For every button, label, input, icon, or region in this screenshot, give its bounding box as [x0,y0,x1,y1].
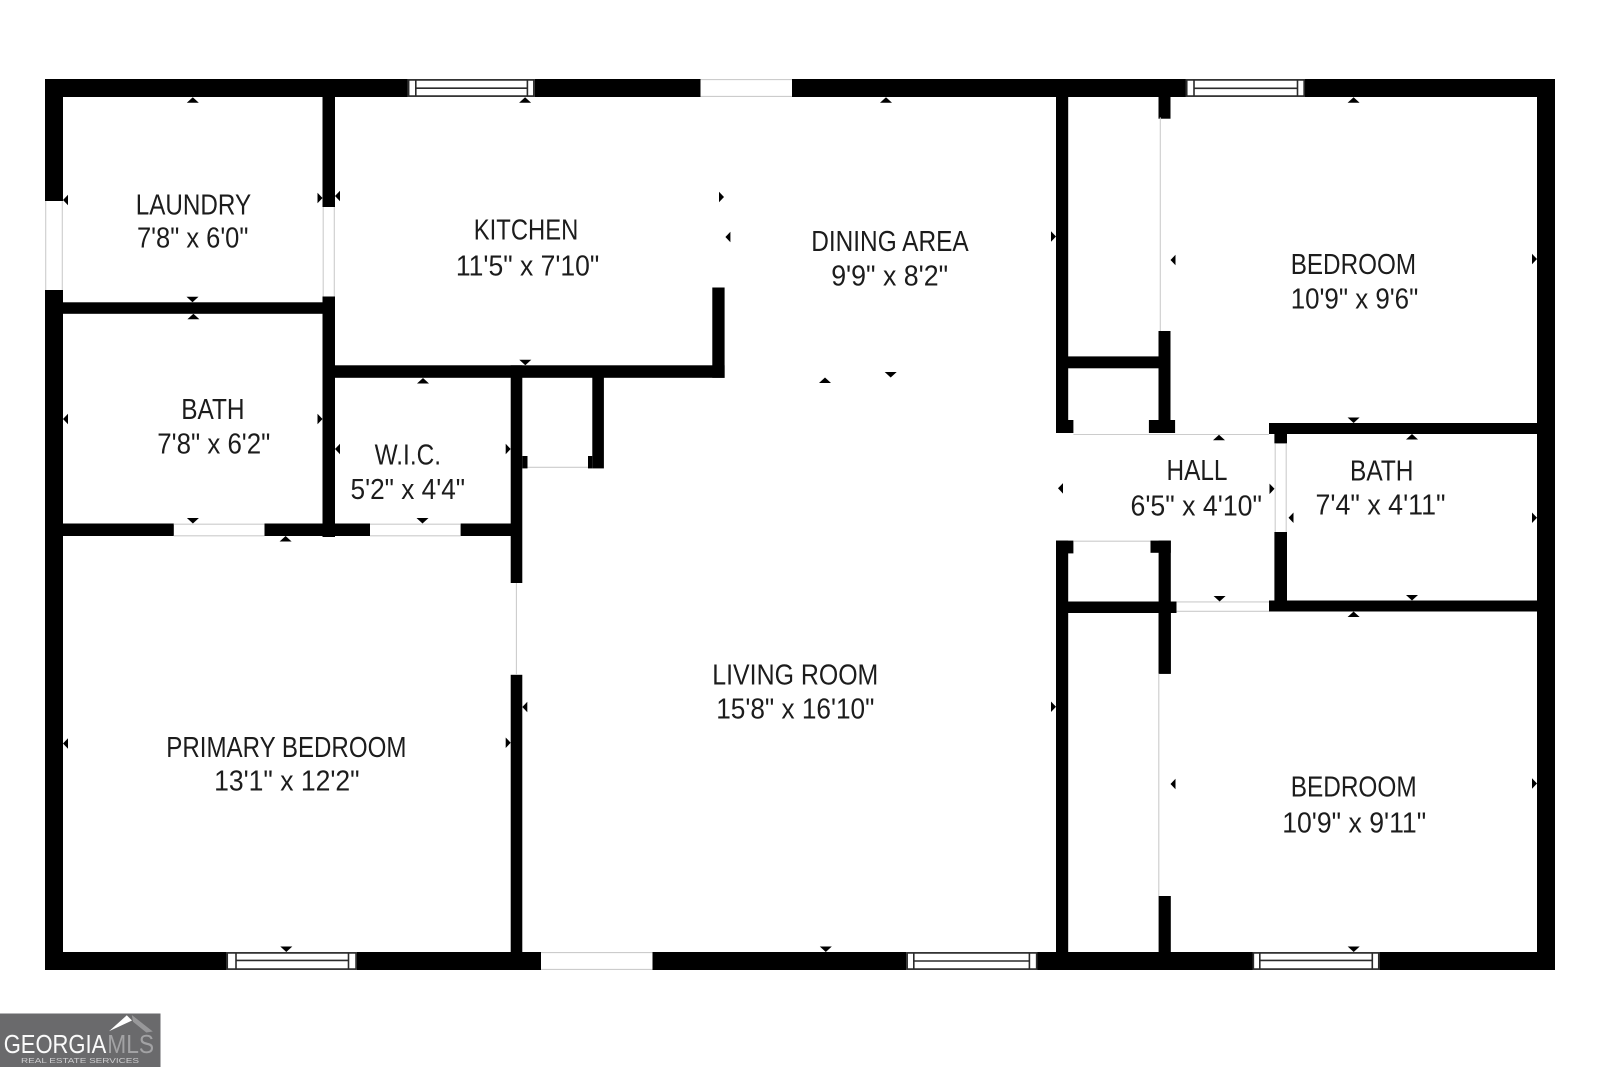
svg-text:LAUNDRY: LAUNDRY [136,189,251,221]
svg-text:BATH: BATH [1350,455,1414,487]
svg-text:BATH: BATH [181,393,244,425]
svg-text:HALL: HALL [1167,454,1228,486]
svg-text:MLS: MLS [107,1029,154,1059]
svg-text:7'4" x 4'11": 7'4" x 4'11" [1316,489,1446,521]
svg-text:REAL ESTATE SERVICES: REAL ESTATE SERVICES [21,1056,139,1065]
svg-text:7'8" x 6'0": 7'8" x 6'0" [137,222,248,254]
svg-text:7'8" x 6'2": 7'8" x 6'2" [157,428,270,460]
svg-text:GEORGIA: GEORGIA [4,1029,107,1059]
svg-text:13'1" x 12'2": 13'1" x 12'2" [214,765,360,797]
svg-text:KITCHEN: KITCHEN [474,214,579,246]
svg-text:5'2" x 4'4": 5'2" x 4'4" [351,473,466,505]
svg-text:PRIMARY BEDROOM: PRIMARY BEDROOM [166,731,406,763]
svg-text:10'9" x 9'6": 10'9" x 9'6" [1291,282,1419,314]
svg-text:LIVING ROOM: LIVING ROOM [712,659,878,691]
svg-text:15'8" x 16'10": 15'8" x 16'10" [716,693,874,725]
svg-text:9'9" x 8'2": 9'9" x 8'2" [831,259,948,291]
svg-text:BEDROOM: BEDROOM [1291,771,1417,803]
svg-text:DINING AREA: DINING AREA [811,225,969,257]
svg-text:10'9" x 9'11": 10'9" x 9'11" [1282,806,1426,838]
svg-text:6'5" x 4'10": 6'5" x 4'10" [1131,490,1263,522]
svg-text:W.I.C.: W.I.C. [375,439,441,471]
svg-text:BEDROOM: BEDROOM [1291,248,1416,280]
svg-text:11'5" x 7'10": 11'5" x 7'10" [456,249,599,281]
